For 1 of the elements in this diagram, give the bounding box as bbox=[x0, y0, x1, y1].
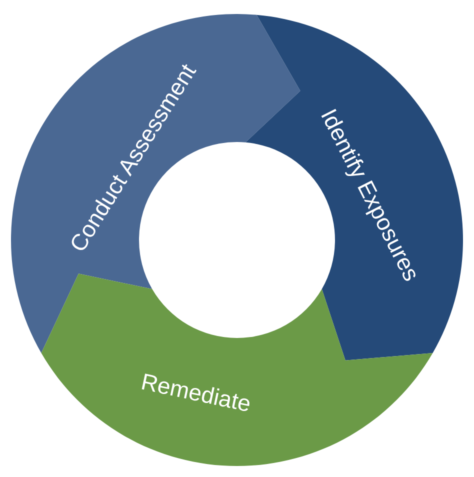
segment-label: Remediate bbox=[139, 370, 253, 416]
